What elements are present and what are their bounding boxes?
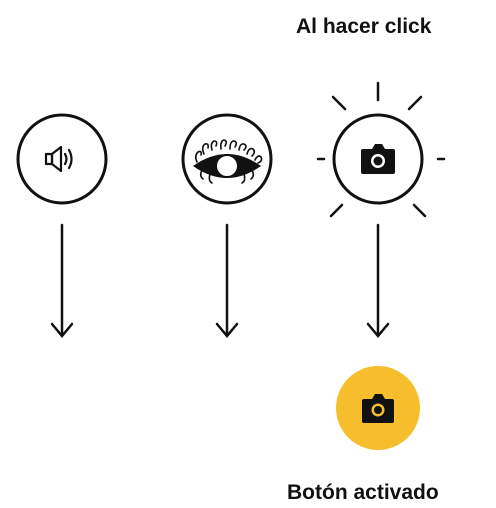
camera-icon — [361, 144, 395, 174]
click-rays — [316, 81, 446, 218]
camera-button-activated[interactable] — [336, 366, 420, 450]
activated-caption: Botón activado — [287, 481, 439, 504]
speaker-icon — [44, 145, 73, 173]
arrow-speaker — [50, 223, 74, 338]
click-caption: Al hacer click — [296, 15, 432, 38]
camera-button-pressed[interactable] — [316, 81, 446, 218]
speaker-button[interactable] — [16, 113, 108, 205]
arrow-camera — [366, 223, 390, 338]
camera-icon — [362, 394, 394, 423]
eye-icon — [193, 139, 263, 184]
eye-button[interactable] — [181, 113, 273, 205]
arrow-eye — [215, 223, 239, 338]
